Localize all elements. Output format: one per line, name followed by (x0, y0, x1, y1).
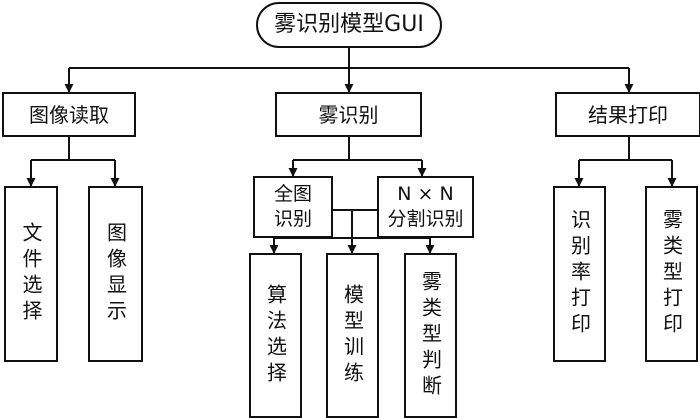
node-file-select: 文件选择 (4, 186, 58, 362)
node-nxn-split-recognition: N × N 分割识别 (377, 176, 474, 238)
branch-fog-recognition: 雾识别 (275, 92, 422, 137)
node-algorithm-select: 算法选择 (249, 253, 302, 418)
root-node: 雾识别模型GUI (256, 2, 442, 48)
node-recognition-rate-print: 识别率打印 (553, 186, 606, 362)
node-fog-type-print: 雾类型打印 (645, 186, 698, 362)
node-image-display: 图像显示 (88, 186, 143, 362)
branch-result-print: 结果打印 (555, 92, 700, 137)
node-fog-type-judgment: 雾类型判断 (404, 253, 457, 418)
node-full-image-recognition: 全图 识别 (253, 176, 333, 238)
branch-image-read: 图像读取 (2, 92, 136, 137)
node-model-training: 模型训练 (326, 253, 379, 418)
